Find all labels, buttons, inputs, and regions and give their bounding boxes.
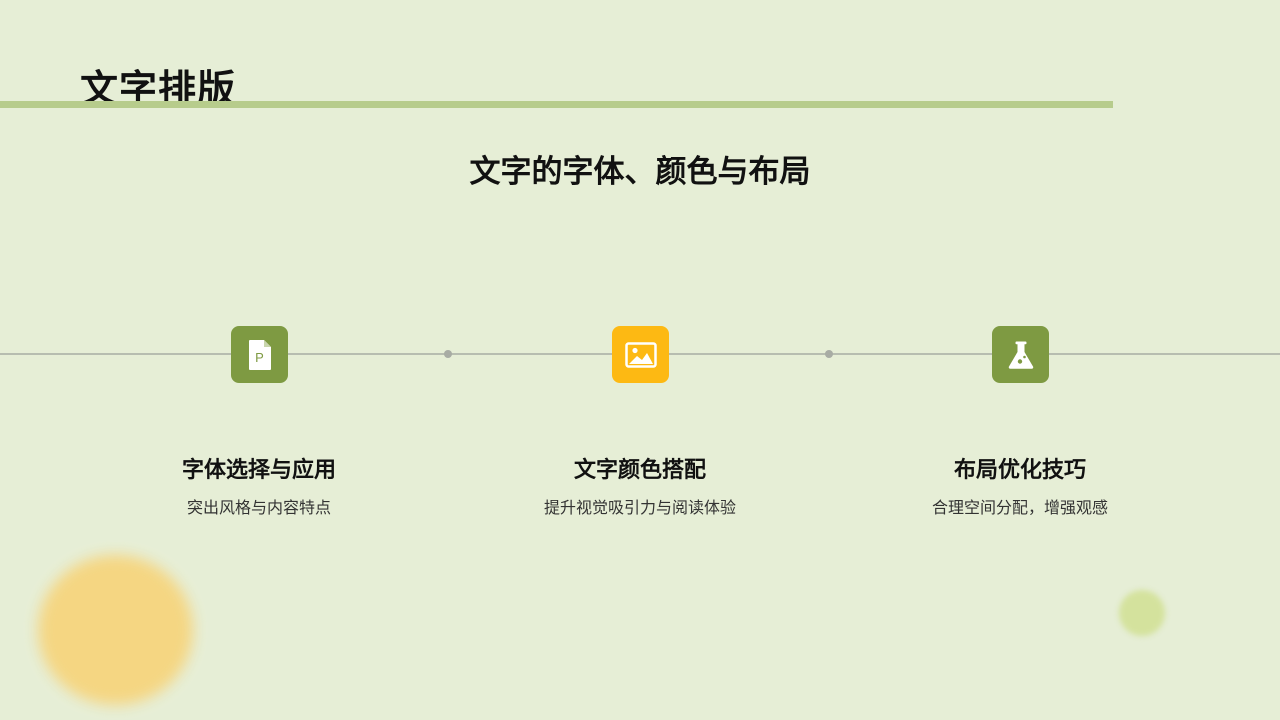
flask-icon (992, 326, 1049, 383)
decorative-yellow-circle (38, 555, 193, 705)
timeline-dot (825, 350, 833, 358)
title-underline-bar (0, 101, 1113, 108)
timeline-dot (444, 350, 452, 358)
item-desc-color: 提升视觉吸引力与阅读体验 (543, 498, 736, 517)
item-title-font: 字体选择与应用 (181, 458, 336, 483)
item-title-color: 文字颜色搭配 (573, 458, 706, 483)
item-title-layout: 布局优化技巧 (953, 458, 1086, 483)
svg-text:P: P (255, 350, 264, 365)
decorative-green-circle (1119, 590, 1165, 636)
page-subtitle: 文字的字体、颜色与布局 (469, 154, 811, 190)
item-desc-font: 突出风格与内容特点 (186, 498, 331, 517)
image-icon (612, 326, 669, 383)
item-desc-layout: 合理空间分配，增强观感 (931, 498, 1108, 517)
document-p-icon: P (231, 326, 288, 383)
